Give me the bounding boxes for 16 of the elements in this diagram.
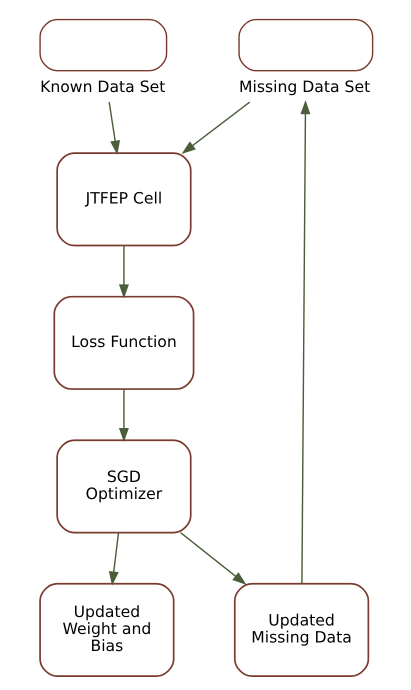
arrow [118,246,128,299]
node-box: Updated Weight and Bias [38,582,174,677]
arrow [300,100,310,584]
arrow [118,389,128,442]
arrow [108,102,120,155]
arrow [180,532,246,585]
node-box [238,18,373,72]
node-label: Missing Data Set [238,76,370,96]
node-box: Loss Function [52,296,194,390]
node-box [38,18,167,72]
arrow [108,532,119,586]
node-box: JTFEP Cell [56,152,192,246]
node-label: Known Data Set [40,76,165,96]
node-box: Updated Missing Data [233,582,369,677]
node-box: SGD Optimizer [56,439,192,534]
arrow [181,101,250,154]
